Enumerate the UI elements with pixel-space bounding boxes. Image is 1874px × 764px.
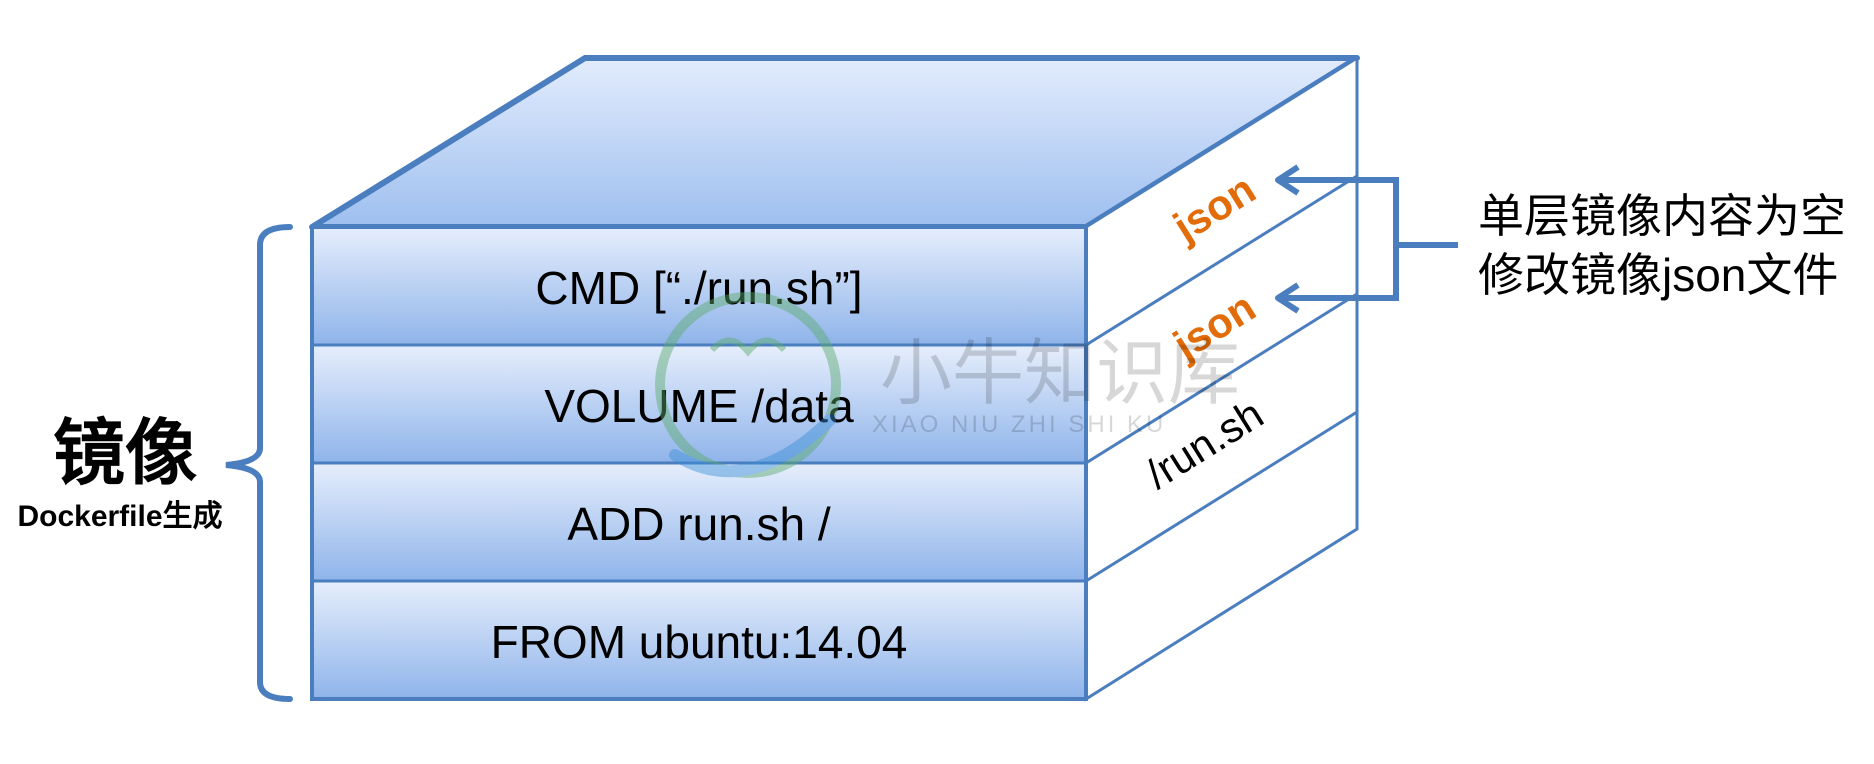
watermark-logo-icon (655, 292, 841, 478)
watermark-title: 小牛知识库 (880, 334, 1240, 414)
watermark-logo-swoosh (669, 414, 836, 478)
side-layer-line-2 (1085, 292, 1358, 465)
annotation-bracket (1281, 177, 1399, 301)
annotation-line-2: 修改镜像json文件 (1478, 249, 1838, 301)
side-layer-line-3 (1085, 410, 1358, 583)
image-title: 镜像 (53, 410, 197, 495)
watermark: 小牛知识库 XIAO NIU ZHI SHI KU (655, 292, 1240, 478)
watermark-logo-horns (709, 337, 787, 357)
annotation-line-1: 单层镜像内容为空 (1478, 190, 1846, 242)
layer-add-text: ADD run.sh / (567, 498, 831, 550)
side-layer-line-1 (1085, 174, 1358, 347)
layer-from-text: FROM ubuntu:14.04 (491, 616, 908, 668)
cube-front-outline (310, 225, 1088, 701)
layer-rect-volume (310, 343, 1088, 465)
image-brace (225, 224, 293, 702)
layer-cmd-text: CMD [“./run.sh”] (535, 262, 862, 314)
watermark-subtitle: XIAO NIU ZHI SHI KU (872, 411, 1166, 438)
image-subtitle: Dockerfile生成 (17, 500, 222, 533)
arrow-to-cmd-json (1275, 164, 1300, 196)
arrow-to-volume-json (1275, 282, 1300, 314)
layer-volume-text: VOLUME /data (544, 380, 854, 432)
